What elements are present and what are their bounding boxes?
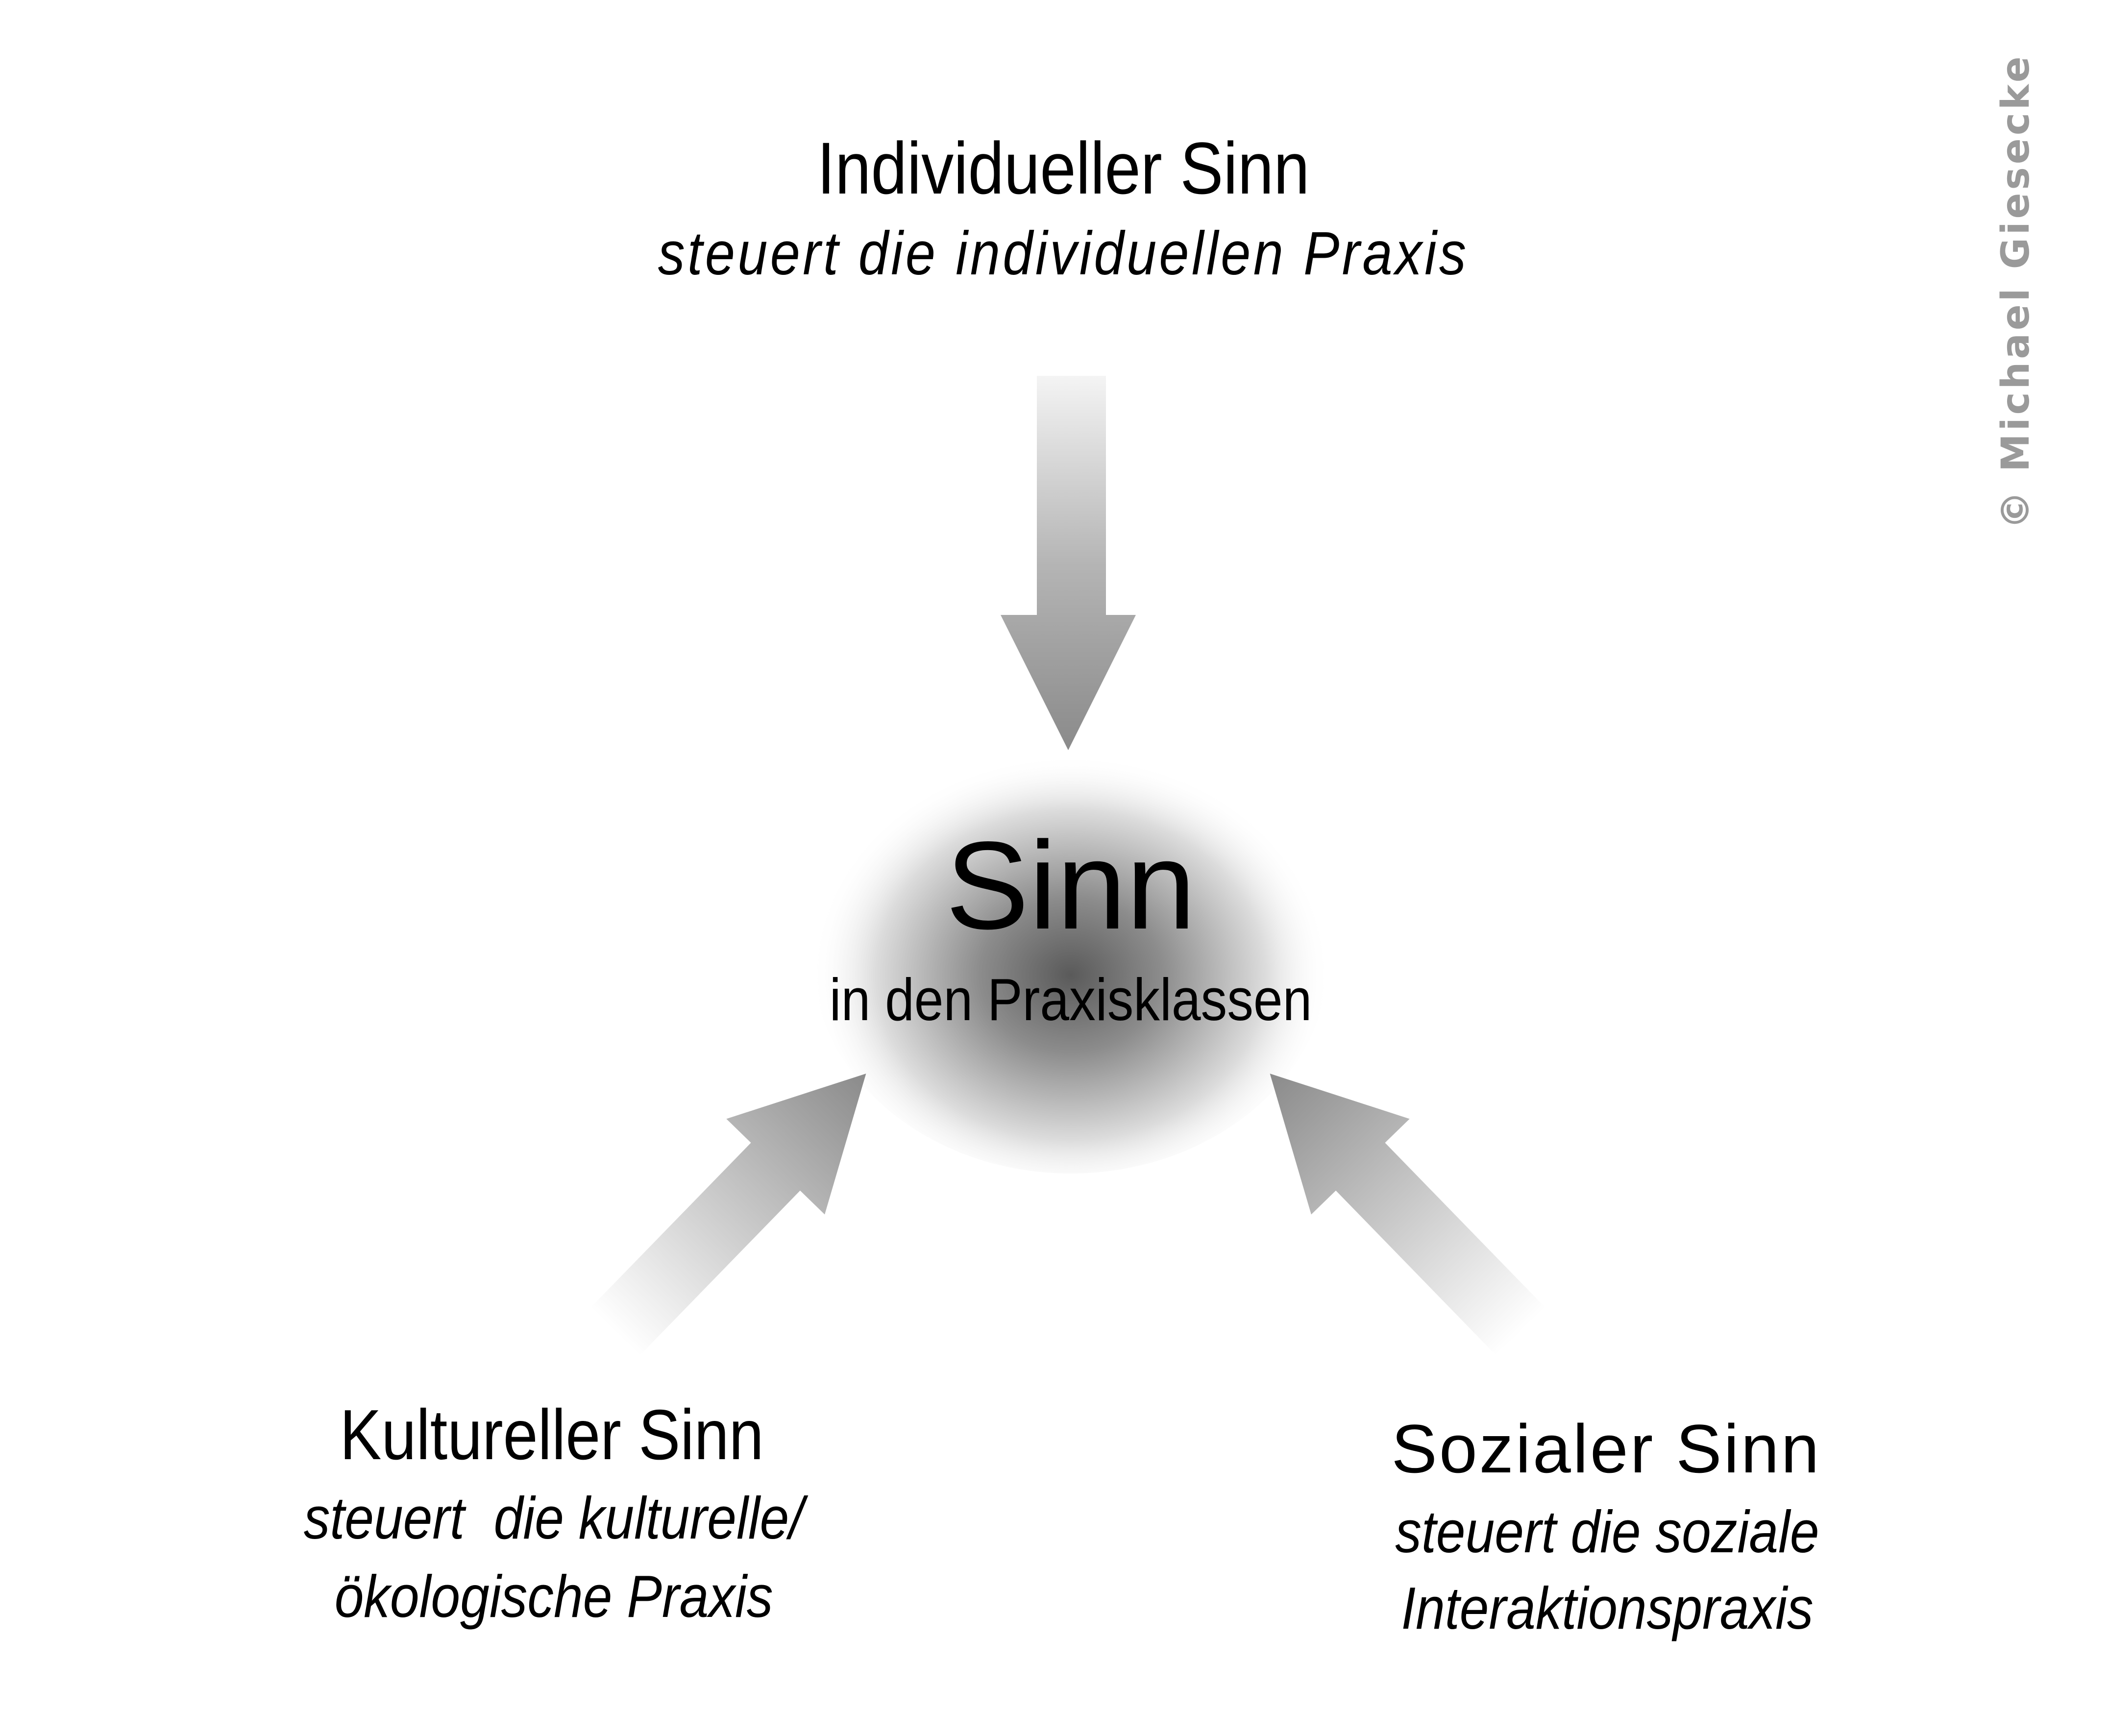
social-sense-line1: steuert die soziale	[1395, 1499, 1819, 1565]
social-sense-line2: Interaktionspraxis	[1401, 1575, 1813, 1642]
individual-sense-title: Individueller Sinn	[817, 127, 1309, 209]
sinn-core-sphere	[811, 733, 1330, 1174]
arrow-social	[1270, 1074, 1546, 1356]
cultural-sense-line2: ökologische Praxis	[334, 1564, 773, 1630]
arrow-cultural	[590, 1074, 866, 1356]
cultural-sense-line1: steuert die kulturelle/	[304, 1485, 809, 1552]
arrow-down-individual	[1001, 376, 1136, 750]
copyright-watermark: © Michael Giesecke	[1994, 53, 2038, 529]
cultural-sense-title: Kultureller Sinn	[340, 1394, 763, 1474]
center-subtitle: in den Praxisklassen	[830, 967, 1312, 1033]
social-sense-title: Sozialer Sinn	[1392, 1410, 1821, 1487]
individual-sense-subtitle: steuert die individuellen Praxis	[658, 219, 1469, 287]
center-title: Sinn	[946, 816, 1196, 955]
